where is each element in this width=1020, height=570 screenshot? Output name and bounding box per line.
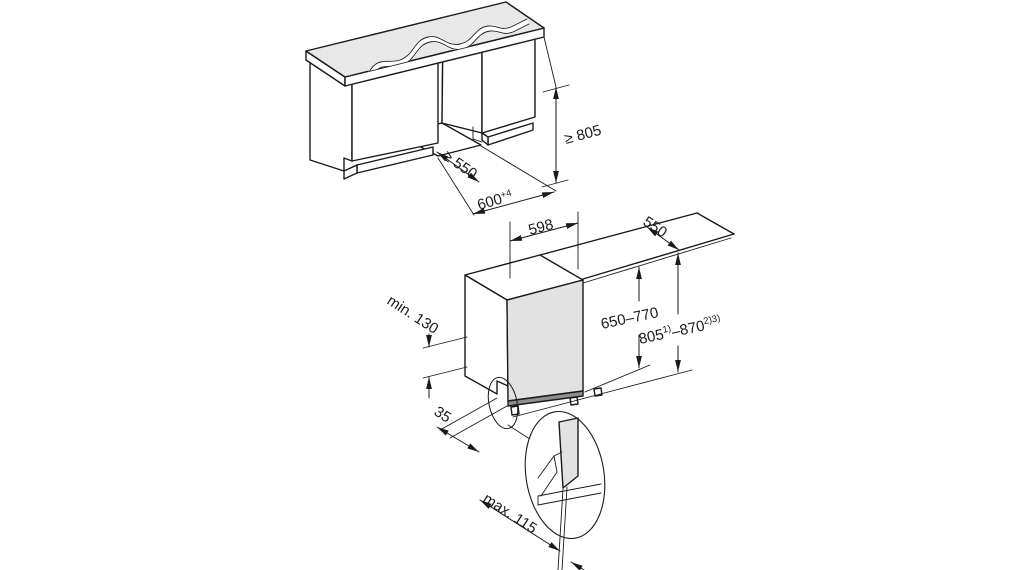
detail-door-panel <box>558 417 579 489</box>
dim-label-niche-depth: ≥ 550 <box>440 147 480 182</box>
dim-arrow-recess-right <box>570 561 585 570</box>
appliance-door <box>506 279 584 402</box>
appliance-door-bottom-strip <box>507 390 584 407</box>
counter-front-edge-top <box>582 233 735 280</box>
ext-niche-width-left <box>437 157 475 216</box>
dim-label-width: 598 <box>527 216 556 239</box>
right-cabinet-plinth-cap <box>481 132 489 146</box>
counter-front-edge-bottom <box>582 237 732 284</box>
break-line-1 <box>368 18 528 73</box>
dim-label-total-height: 8051)–8702)3) <box>637 313 723 348</box>
dim-line-width <box>509 222 579 242</box>
break-band <box>367 18 530 77</box>
dim-label-plinth-min: min. 130 <box>384 292 442 338</box>
dim-line-gap <box>436 426 480 453</box>
dim-label-gap: 35 <box>431 403 454 426</box>
ext-niche-height-top <box>543 36 557 88</box>
appliance-foot-front-left <box>510 405 520 416</box>
dim-label-niche-height: ≥ 805 <box>563 122 604 148</box>
left-cabinet-plinth-cap <box>343 164 358 180</box>
dim-line-plinth-recess <box>479 499 561 552</box>
dim-label-counter-depth: 550 <box>640 213 670 241</box>
right-cabinet-plinth-step <box>472 126 483 143</box>
ref-gap-line-2 <box>449 405 508 439</box>
detail-door-plane-ext-1 <box>557 488 564 570</box>
ref-plinth-top <box>422 336 468 349</box>
detail-step-lines <box>537 451 563 497</box>
ext-niche-width-right <box>480 145 557 192</box>
ext-panel-bottom <box>584 364 651 393</box>
upper-diagram-niche: ≥ 550 600+4 ≥ 805 <box>305 1 604 216</box>
dim-label-niche-width: 600+4 <box>475 188 514 214</box>
counter-end-edge <box>696 212 735 235</box>
tick-niche-height-bottom <box>541 179 569 188</box>
dim-line-niche-depth <box>436 151 480 183</box>
ref-floor-left <box>422 366 468 379</box>
ref-gap-line-1 <box>439 397 498 431</box>
floor-line <box>512 369 693 418</box>
dim-line-counter-depth <box>646 226 680 251</box>
dim-line-niche-width <box>472 191 555 215</box>
counter-back-edge <box>539 212 698 256</box>
lower-diagram-appliance: 598 550 650–770 8051)–8702)3) min. 130 3… <box>384 211 735 570</box>
detail-door-plane-ext-2 <box>561 486 568 570</box>
detail-source-ellipse <box>487 376 519 430</box>
detail-magnifier: max. 115 <box>479 376 606 570</box>
